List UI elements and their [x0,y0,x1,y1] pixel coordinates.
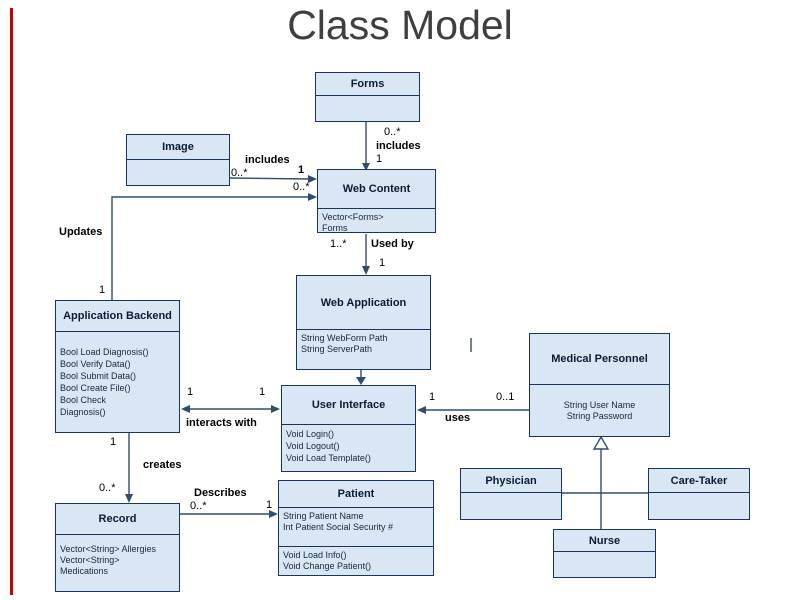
class-medical-personnel-attributes: String User Name String Password [530,385,669,436]
relationship-label-usedby: Used by [371,238,414,250]
class-patient-methods: Void Load Info() Void Change Patient() [279,545,433,576]
class-care-taker-name: Care-Taker [649,469,749,493]
class-patient-name: Patient [279,481,433,508]
connector-inheritance-medical-personnel [562,435,648,529]
class-application-backend-name: Application Backend [56,301,179,332]
class-physician: Physician [460,468,562,520]
multiplicity-record-describes: 0..* [190,500,207,512]
relationship-label-uses: uses [445,412,471,424]
class-patient-attributes: String Patient Name Int Patient Social S… [279,508,433,546]
attribute-line: Forms [322,223,348,232]
multiplicity-backend-updates: 1 [99,284,106,296]
method-line: Void Logout() [286,441,340,451]
class-image-body [127,160,229,185]
attribute-line: Vector<Forms> [322,212,384,222]
relationship-label-includes-image: includes [245,154,290,166]
class-user-interface-name: User Interface [282,386,415,425]
attribute-line: Vector<String> Medications [60,555,120,576]
relationship-label-updates: Updates [59,226,103,238]
class-nurse-body [554,552,655,577]
class-record-attributes: Vector<String> Allergies Vector<String> … [56,535,179,591]
attribute-line: String WebForm Path [301,333,388,343]
class-physician-body [461,493,561,519]
class-physician-name: Physician [461,469,561,493]
attribute-line: String Patient Name [283,511,364,521]
connector-webcontent-webapp-usedby [362,234,370,275]
class-forms: Forms [315,72,420,122]
class-web-application: Web Application String WebForm Path Stri… [296,275,431,370]
method-line: Void Change Patient() [283,560,372,571]
attribute-line: String ServerPath [301,344,373,354]
method-line: Void Load Template() [286,453,371,463]
class-application-backend: Application Backend Bool Load Diagnosis(… [55,300,180,433]
class-web-content-attributes: Vector<Forms> Forms [318,209,435,232]
multiplicity-personnel-uses: 0..1 [496,391,515,403]
method-line: Bool Verify Data() [60,359,131,369]
method-line: Void Load Info() [283,549,347,560]
multiplicity-ui-uses: 1 [429,391,436,403]
class-forms-name: Forms [316,73,419,96]
connector-backend-webcontent-updates [111,193,317,300]
class-medical-personnel: Medical Personnel String User Name Strin… [529,333,670,437]
connector-forms-webcontent [362,122,370,171]
class-nurse: Nurse [553,529,656,578]
class-web-application-name: Web Application [297,276,430,330]
connector-backend-ui-interacts [181,405,280,413]
multiplicity-webapp-usedby: 1 [379,257,386,269]
left-accent-stripe [10,8,13,595]
multiplicity-ui-interacts: 1 [259,386,266,398]
class-web-content: Web Content Vector<Forms> Forms [317,169,436,233]
class-record-name: Record [56,504,179,535]
multiplicity-patient-describes: 1 [266,499,273,511]
relationship-label-interacts-with: interacts with [186,417,257,429]
multiplicity-webcontent-usedby: 1..* [330,238,347,250]
multiplicity-webcontent-from-forms: 1 [376,153,383,165]
connector-backend-record-creates [125,433,133,503]
attribute-line: String User Name [563,399,636,410]
connector-personnel-ui-uses [417,406,529,414]
method-line: Bool Submit Data() [60,371,137,381]
multiplicity-backend-interacts: 1 [187,386,194,398]
attribute-line: Vector<String> Allergies [60,544,157,554]
method-line: Bool Create File() [60,383,131,393]
relationship-label-describes: Describes [194,487,247,499]
multiplicity-backend-creates: 1 [110,436,117,448]
class-image-name: Image [127,135,229,160]
method-line: Void Login() [286,429,335,439]
class-care-taker: Care-Taker [648,468,750,520]
class-forms-body [316,96,419,121]
class-application-backend-methods: Bool Load Diagnosis() Bool Verify Data()… [56,332,179,432]
class-web-application-attributes: String WebForm Path String ServerPath [297,330,430,369]
attribute-line: Int Patient Social Security # [283,522,394,532]
class-user-interface-methods: Void Login() Void Logout() Void Load Tem… [282,425,415,471]
method-line: Bool Load Diagnosis() [60,347,149,357]
method-line: Bool Check Diagnosis() [60,395,107,417]
class-care-taker-body [649,493,749,519]
multiplicity-webcontent-updates: 0..* [293,181,310,193]
class-user-interface: User Interface Void Login() Void Logout(… [281,385,416,472]
attribute-line: String Password [566,410,633,421]
multiplicity-record-creates: 0..* [99,482,116,494]
multiplicity-image: 0..* [231,167,248,179]
relationship-label-creates: creates [143,459,182,471]
multiplicity-webcontent-from-image: 1 [298,164,305,176]
class-patient: Patient String Patient Name Int Patient … [278,480,434,576]
class-medical-personnel-name: Medical Personnel [530,334,669,385]
relationship-label-includes-forms: includes [376,140,421,152]
class-image: Image [126,134,230,186]
multiplicity-forms: 0..* [384,126,401,138]
connector-webapp-ui [356,370,366,385]
class-nurse-name: Nurse [554,530,655,552]
class-record: Record Vector<String> Allergies Vector<S… [55,503,180,592]
class-web-content-name: Web Content [318,170,435,209]
page-title: Class Model [287,2,513,48]
